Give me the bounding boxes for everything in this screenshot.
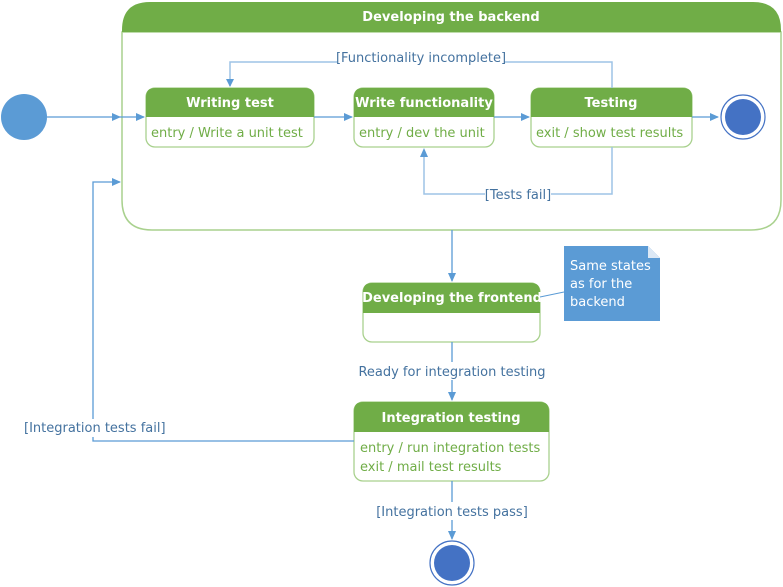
label-background — [376, 502, 528, 520]
composite-header — [122, 2, 781, 32]
note-same-states[interactable]: Same states as for the backend — [564, 246, 660, 321]
transition-label-integration-pass: [Integration tests pass] — [376, 505, 528, 520]
composite-title: Developing the backend — [362, 10, 539, 25]
state-write-functionality[interactable]: Write functionality entry / dev the unit — [353, 87, 495, 148]
state-activity: exit / mail test results — [360, 460, 502, 475]
transition-label-functionality-incomplete: [Functionality incomplete] — [336, 51, 506, 66]
initial-node[interactable] — [1, 94, 47, 140]
arrowhead-icon — [420, 148, 428, 157]
state-title: Testing — [585, 96, 638, 111]
note-connector — [539, 291, 565, 298]
state-testing[interactable]: Testing exit / show test results — [530, 87, 693, 148]
state-integration-testing[interactable]: Integration testing entry / run integrat… — [353, 401, 550, 482]
note-line: Same states — [570, 259, 651, 274]
integration-fail-loop — [92, 178, 354, 442]
state-developing-frontend[interactable]: Developing the frontend — [362, 282, 542, 343]
note-line: backend — [570, 295, 625, 310]
transition-label-ready-for-integration: Ready for integration testing — [358, 365, 545, 380]
label-background — [358, 362, 548, 380]
transition-label-integration-fail: [Integration tests fail] — [24, 421, 166, 436]
state-title: Writing test — [186, 96, 274, 111]
state-title: Developing the frontend — [362, 291, 542, 306]
arrowhead-icon — [226, 79, 234, 87]
state-writing-test[interactable]: Writing test entry / Write a unit test — [145, 87, 315, 148]
backend-final-node[interactable] — [720, 94, 766, 140]
state-activity: entry / run integration tests — [360, 441, 540, 456]
state-title: Write functionality — [355, 96, 493, 111]
label-background — [485, 186, 551, 204]
label-background — [337, 48, 505, 66]
state-title: Integration testing — [382, 411, 521, 426]
transition-label-tests-fail: [Tests fail] — [485, 188, 551, 203]
note-line: as for the — [570, 277, 632, 292]
final-node[interactable] — [429, 540, 475, 586]
label-background — [22, 419, 167, 437]
state-activity: entry / dev the unit — [359, 126, 485, 141]
state-activity: exit / show test results — [536, 126, 683, 141]
state-activity: entry / Write a unit test — [151, 126, 303, 141]
